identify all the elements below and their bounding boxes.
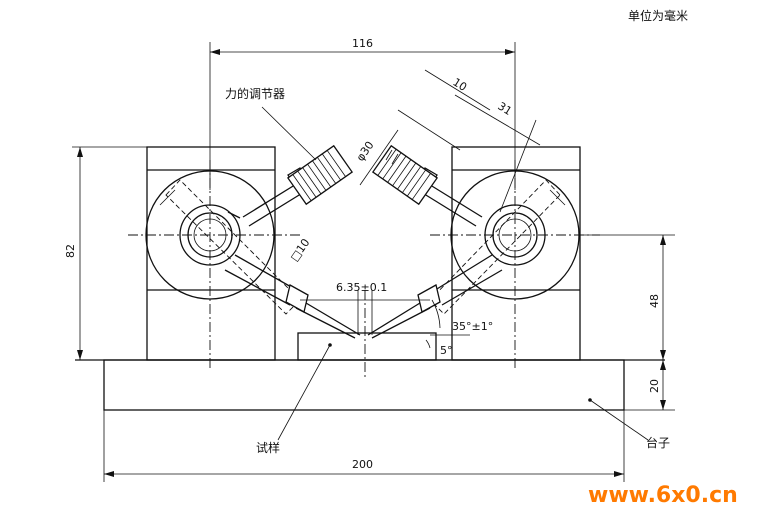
angle-small-label: 5° (440, 344, 453, 357)
dim-20-label: 20 (648, 379, 661, 393)
dim-116 (209, 42, 516, 190)
right-tool-arm (367, 179, 566, 339)
dim-gap-label: 6.35±0.1 (336, 281, 387, 294)
label-platform: 台子 (646, 435, 670, 450)
dim-82 (72, 146, 147, 360)
specimen-block (297, 290, 437, 380)
dim-200-label: 200 (352, 458, 373, 471)
leader-force-regulator (261, 106, 317, 161)
dim-116-label: 116 (352, 37, 373, 50)
dim-10-label: 10 (450, 76, 469, 94)
right-force-regulator (371, 144, 483, 227)
platform-base (103, 359, 625, 411)
unit-note: 单位为毫米 (628, 8, 688, 23)
watermark: www.6x0.cn (588, 483, 738, 508)
dim-gap (300, 290, 430, 335)
leader-platform (589, 399, 649, 441)
leader-specimen-dot (328, 343, 332, 347)
left-tool-arm (159, 179, 361, 339)
leader-platform-dot (588, 398, 592, 402)
dim-31-label: 31 (495, 100, 514, 118)
dim-200 (103, 410, 625, 482)
label-force-regulator: 力的调节器 (225, 86, 285, 101)
leader-specimen (277, 344, 331, 441)
angle-main-label: 35°±1° (452, 320, 493, 333)
dim-regulator (359, 69, 541, 213)
dim-82-label: 82 (64, 244, 77, 258)
diameter-label: φ30 (354, 139, 377, 164)
dim-48-label: 48 (648, 294, 661, 308)
square-label: □10 (288, 236, 313, 263)
left-housing (128, 146, 300, 370)
left-force-regulator (227, 144, 354, 227)
label-specimen: 试样 (256, 440, 280, 455)
angle-marks (425, 299, 470, 356)
dim-48-20 (580, 234, 675, 411)
